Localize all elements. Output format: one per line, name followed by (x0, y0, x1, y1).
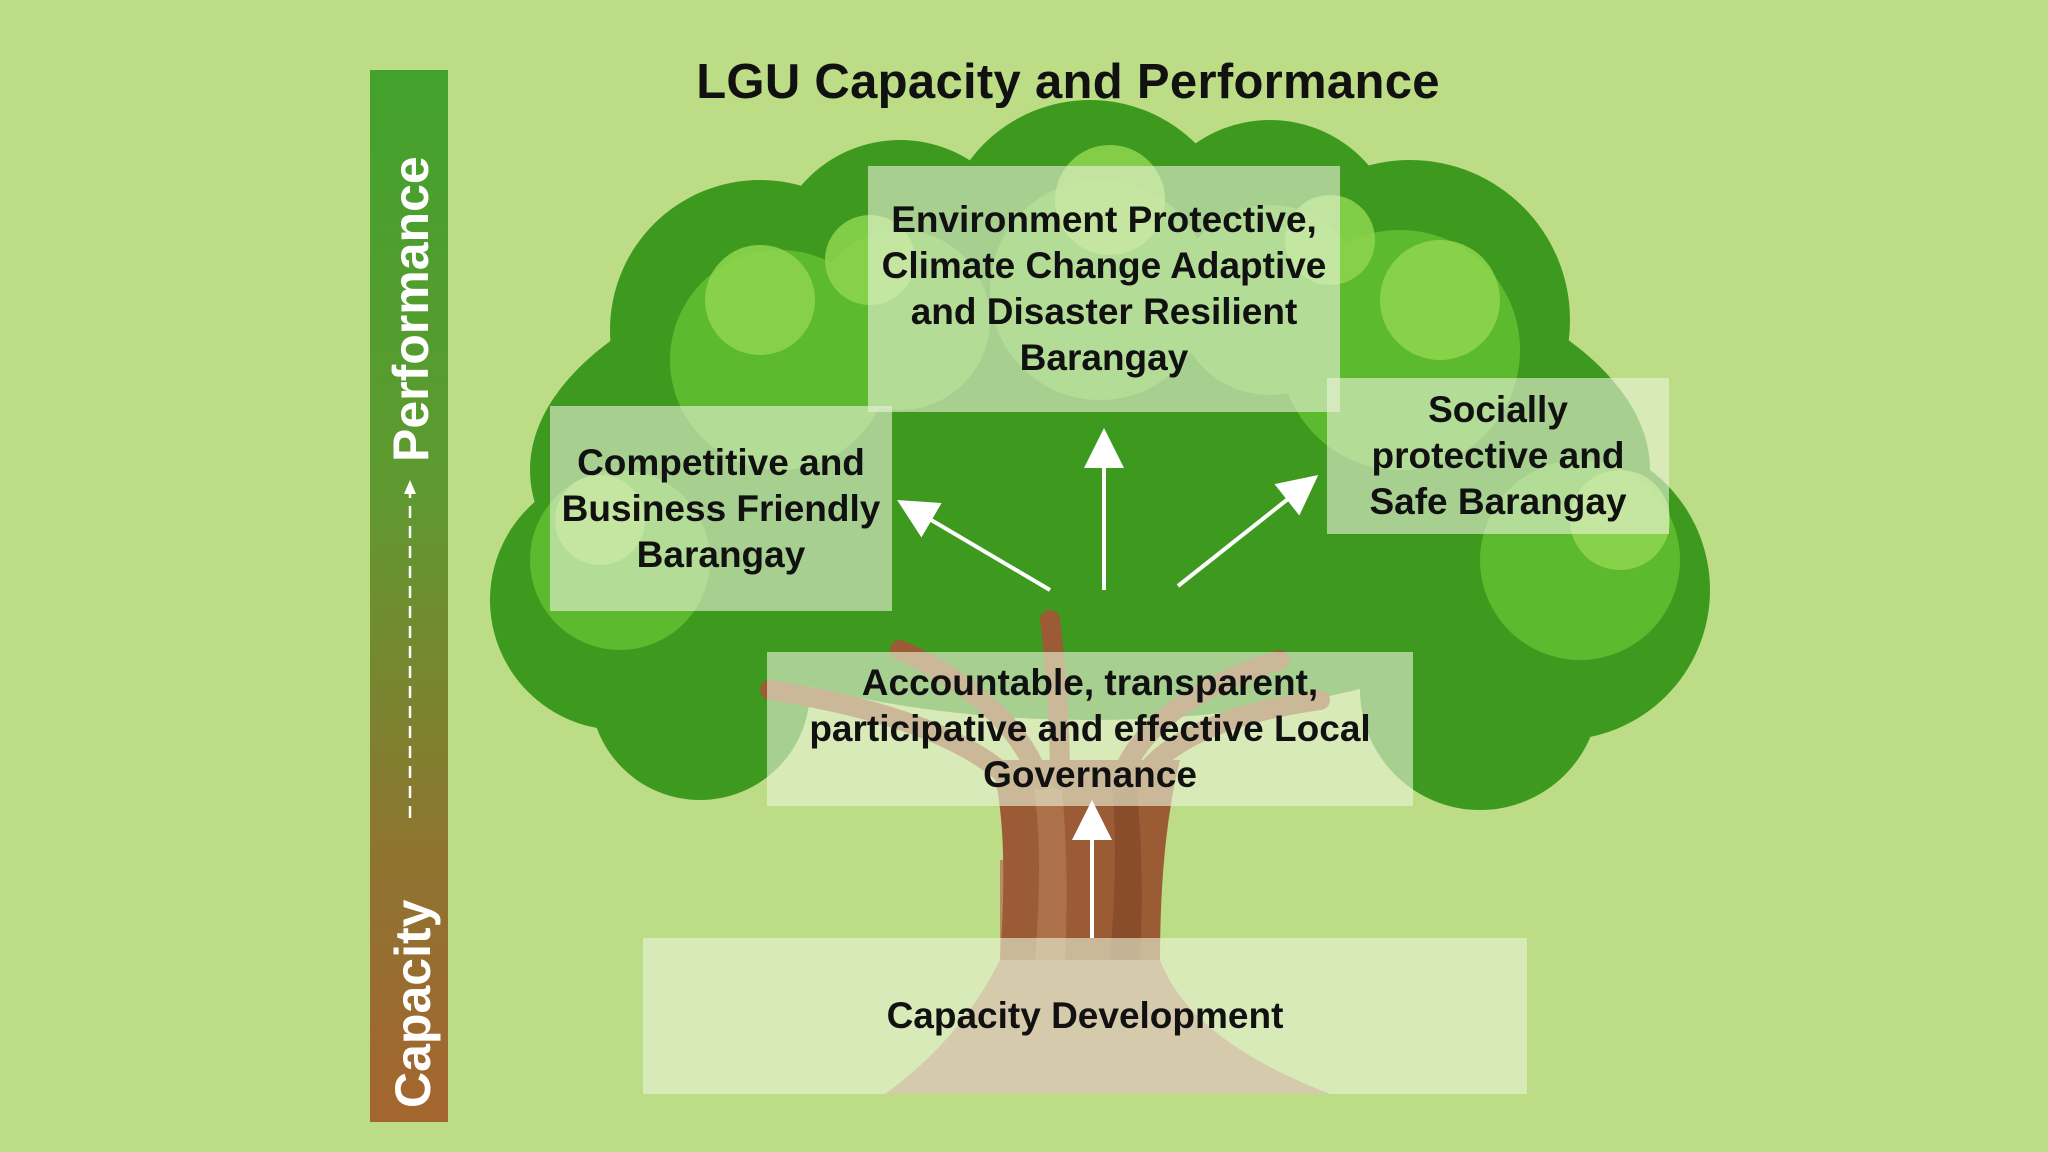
capacity-development-text: Capacity Development (886, 995, 1284, 1036)
capacity-development-box: Capacity Development (643, 938, 1527, 1094)
governance-box: Accountable, transparent, participative … (767, 652, 1413, 806)
social-box: Socially protective and Safe Barangay (1327, 378, 1669, 534)
competitive-box: Competitive and Business Friendly Barang… (550, 406, 892, 611)
arrow-to-social (1176, 475, 1319, 588)
dashed-up-arrow-icon (404, 480, 416, 818)
diagram-title: LGU Capacity and Performance (696, 55, 1440, 109)
environment-text: Environment Protective, Climate Change A… (881, 199, 1327, 378)
competitive-text: Competitive and Business Friendly Barang… (561, 441, 881, 575)
social-text: Socially protective and Safe Barangay (1369, 389, 1627, 522)
arrow-to-competitive (897, 499, 1052, 592)
governance-text: Accountable, transparent, participative … (809, 662, 1371, 795)
environment-box: Environment Protective, Climate Change A… (868, 166, 1340, 412)
